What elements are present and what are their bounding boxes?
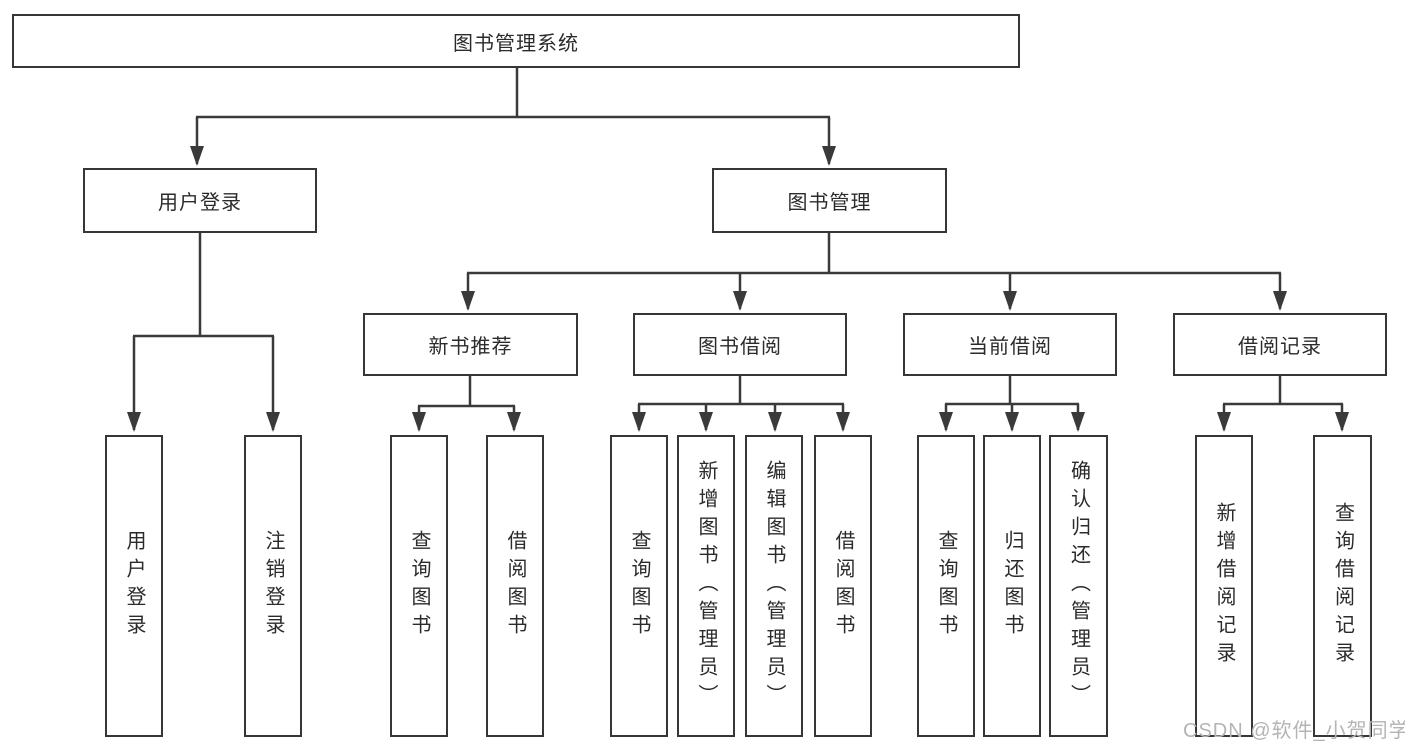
csdn-watermark: CSDN @软件_小贺同学 [1183, 720, 1405, 742]
leaf-query-borrow-record: 查询借阅记录 [1313, 435, 1372, 737]
node-user-login: 用户登录 [83, 168, 317, 233]
leaf-borrow-books-recommend: 借阅图书 [486, 435, 544, 737]
leaf-query-books-borrow: 查询图书 [610, 435, 668, 737]
node-label: 归还图书 [1001, 530, 1023, 642]
leaf-logout: 注销登录 [244, 435, 302, 737]
node-label: 新增借阅记录 [1213, 502, 1235, 670]
node-label: 借阅记录 [1238, 336, 1322, 358]
leaf-add-books-admin: 新增图书（管理员） [677, 435, 735, 737]
leaf-query-books-recommend: 查询图书 [390, 435, 448, 737]
node-label: 查询借阅记录 [1331, 502, 1354, 670]
node-label: 图书管理 [787, 192, 872, 214]
node-label: 编辑图书（管理员） [763, 460, 785, 712]
node-label: 新增图书（管理员） [695, 460, 717, 712]
node-label: 图书管理系统 [453, 32, 579, 55]
node-new-book-recommend: 新书推荐 [363, 313, 578, 376]
node-label: 确认归还（管理员） [1067, 460, 1090, 712]
node-label: 查询图书 [628, 530, 650, 642]
leaf-query-books-current: 查询图书 [917, 435, 975, 737]
leaf-add-borrow-record: 新增借阅记录 [1195, 435, 1253, 737]
node-library-management-system: 图书管理系统 [12, 14, 1020, 68]
node-label: 注销登录 [262, 530, 284, 642]
node-label: 用户登录 [158, 192, 242, 214]
node-label: 查询图书 [935, 530, 957, 642]
node-label: 查询图书 [408, 530, 430, 642]
node-current-borrow: 当前借阅 [903, 313, 1117, 376]
node-book-borrow: 图书借阅 [633, 313, 847, 376]
leaf-user-login: 用户登录 [105, 435, 163, 737]
leaf-confirm-return-admin: 确认归还（管理员） [1049, 435, 1108, 737]
node-label: 借阅图书 [504, 530, 526, 642]
node-label: 用户登录 [123, 530, 145, 642]
node-borrow-records: 借阅记录 [1173, 313, 1387, 376]
node-label: 新书推荐 [428, 336, 513, 358]
node-book-management: 图书管理 [712, 168, 947, 233]
leaf-borrow-books: 借阅图书 [814, 435, 872, 737]
node-label: 图书借阅 [698, 336, 782, 358]
leaf-return-books: 归还图书 [983, 435, 1041, 737]
leaf-edit-books-admin: 编辑图书（管理员） [745, 435, 803, 737]
node-label: 借阅图书 [832, 530, 854, 642]
node-label: 当前借阅 [968, 336, 1052, 358]
